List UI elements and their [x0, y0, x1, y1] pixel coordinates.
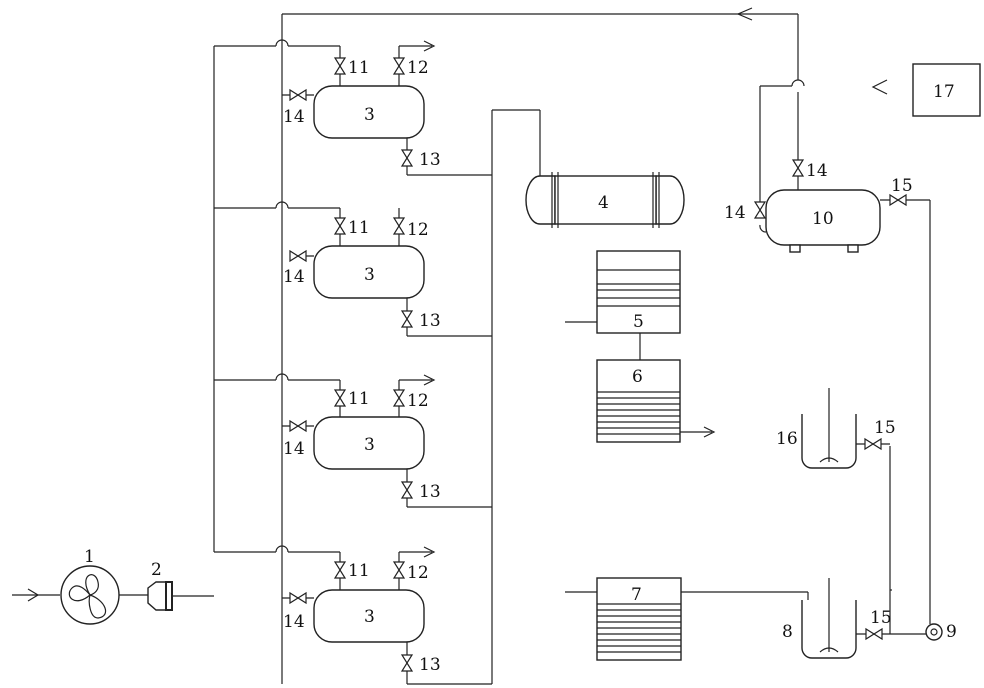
- label-unit5: 5: [633, 312, 644, 332]
- label-valve11: 11: [348, 561, 370, 581]
- label-tank7: 7: [631, 585, 642, 605]
- label-valve13: 13: [419, 311, 441, 331]
- label-valve15: 15: [874, 418, 896, 438]
- label-valve11: 11: [348, 58, 370, 78]
- inlet-flow: [12, 588, 60, 602]
- label-heat-exchanger: 4: [598, 193, 609, 213]
- tank-7: 7: [565, 577, 809, 661]
- heat-exchanger-4: 4: [525, 172, 685, 228]
- fan-1: 1: [60, 547, 148, 625]
- label-valve12: 12: [407, 391, 429, 411]
- tank-3-row2: 3 11 12 13 14: [283, 208, 492, 337]
- label-valve11: 11: [348, 218, 370, 238]
- label-valve15: 15: [870, 608, 892, 628]
- label-valve13: 13: [419, 482, 441, 502]
- label-valve14: 14: [806, 161, 828, 181]
- label-valve13: 13: [419, 150, 441, 170]
- label-pump9: 9: [946, 622, 957, 642]
- pump-9: 9: [925, 200, 957, 642]
- label-filter: 2: [151, 560, 162, 580]
- label-valve12: 12: [407, 563, 429, 583]
- label-valve15: 15: [891, 176, 913, 196]
- label-valve11: 11: [348, 389, 370, 409]
- label-valve14: 14: [283, 107, 305, 127]
- filter-2: 2: [147, 560, 214, 611]
- unit-5: 5: [565, 250, 681, 360]
- mixer-16: 16 15: [776, 388, 896, 469]
- unit-6: 6: [596, 359, 716, 443]
- tank-3-row1: 3 11 12 13 14: [282, 40, 492, 176]
- label-valve14: 14: [283, 439, 305, 459]
- label-valve14: 14: [724, 203, 746, 223]
- mixer-8: 8 15: [782, 446, 930, 659]
- label-valve14: 14: [283, 267, 305, 287]
- tank-3-row4: 3 11 12 13 14: [282, 546, 492, 685]
- box-17: 17: [871, 63, 981, 117]
- header-pipes: [213, 7, 798, 684]
- label-fan: 1: [84, 547, 95, 567]
- tank-3-row3: 3 11 12 13 14: [282, 374, 492, 508]
- label-box17: 17: [933, 82, 955, 102]
- label-tank: 3: [364, 105, 375, 125]
- label-valve14: 14: [283, 612, 305, 632]
- label-valve12: 12: [407, 220, 429, 240]
- label-mixer8: 8: [782, 622, 793, 642]
- label-valve13: 13: [419, 655, 441, 675]
- label-tank: 3: [364, 607, 375, 627]
- label-vessel10: 10: [812, 209, 834, 229]
- label-tank: 3: [364, 265, 375, 285]
- label-tank: 3: [364, 435, 375, 455]
- vessel-10: 10 14 14 15: [724, 14, 930, 253]
- label-unit6: 6: [632, 367, 643, 387]
- label-mixer16: 16: [776, 429, 798, 449]
- label-valve12: 12: [407, 58, 429, 78]
